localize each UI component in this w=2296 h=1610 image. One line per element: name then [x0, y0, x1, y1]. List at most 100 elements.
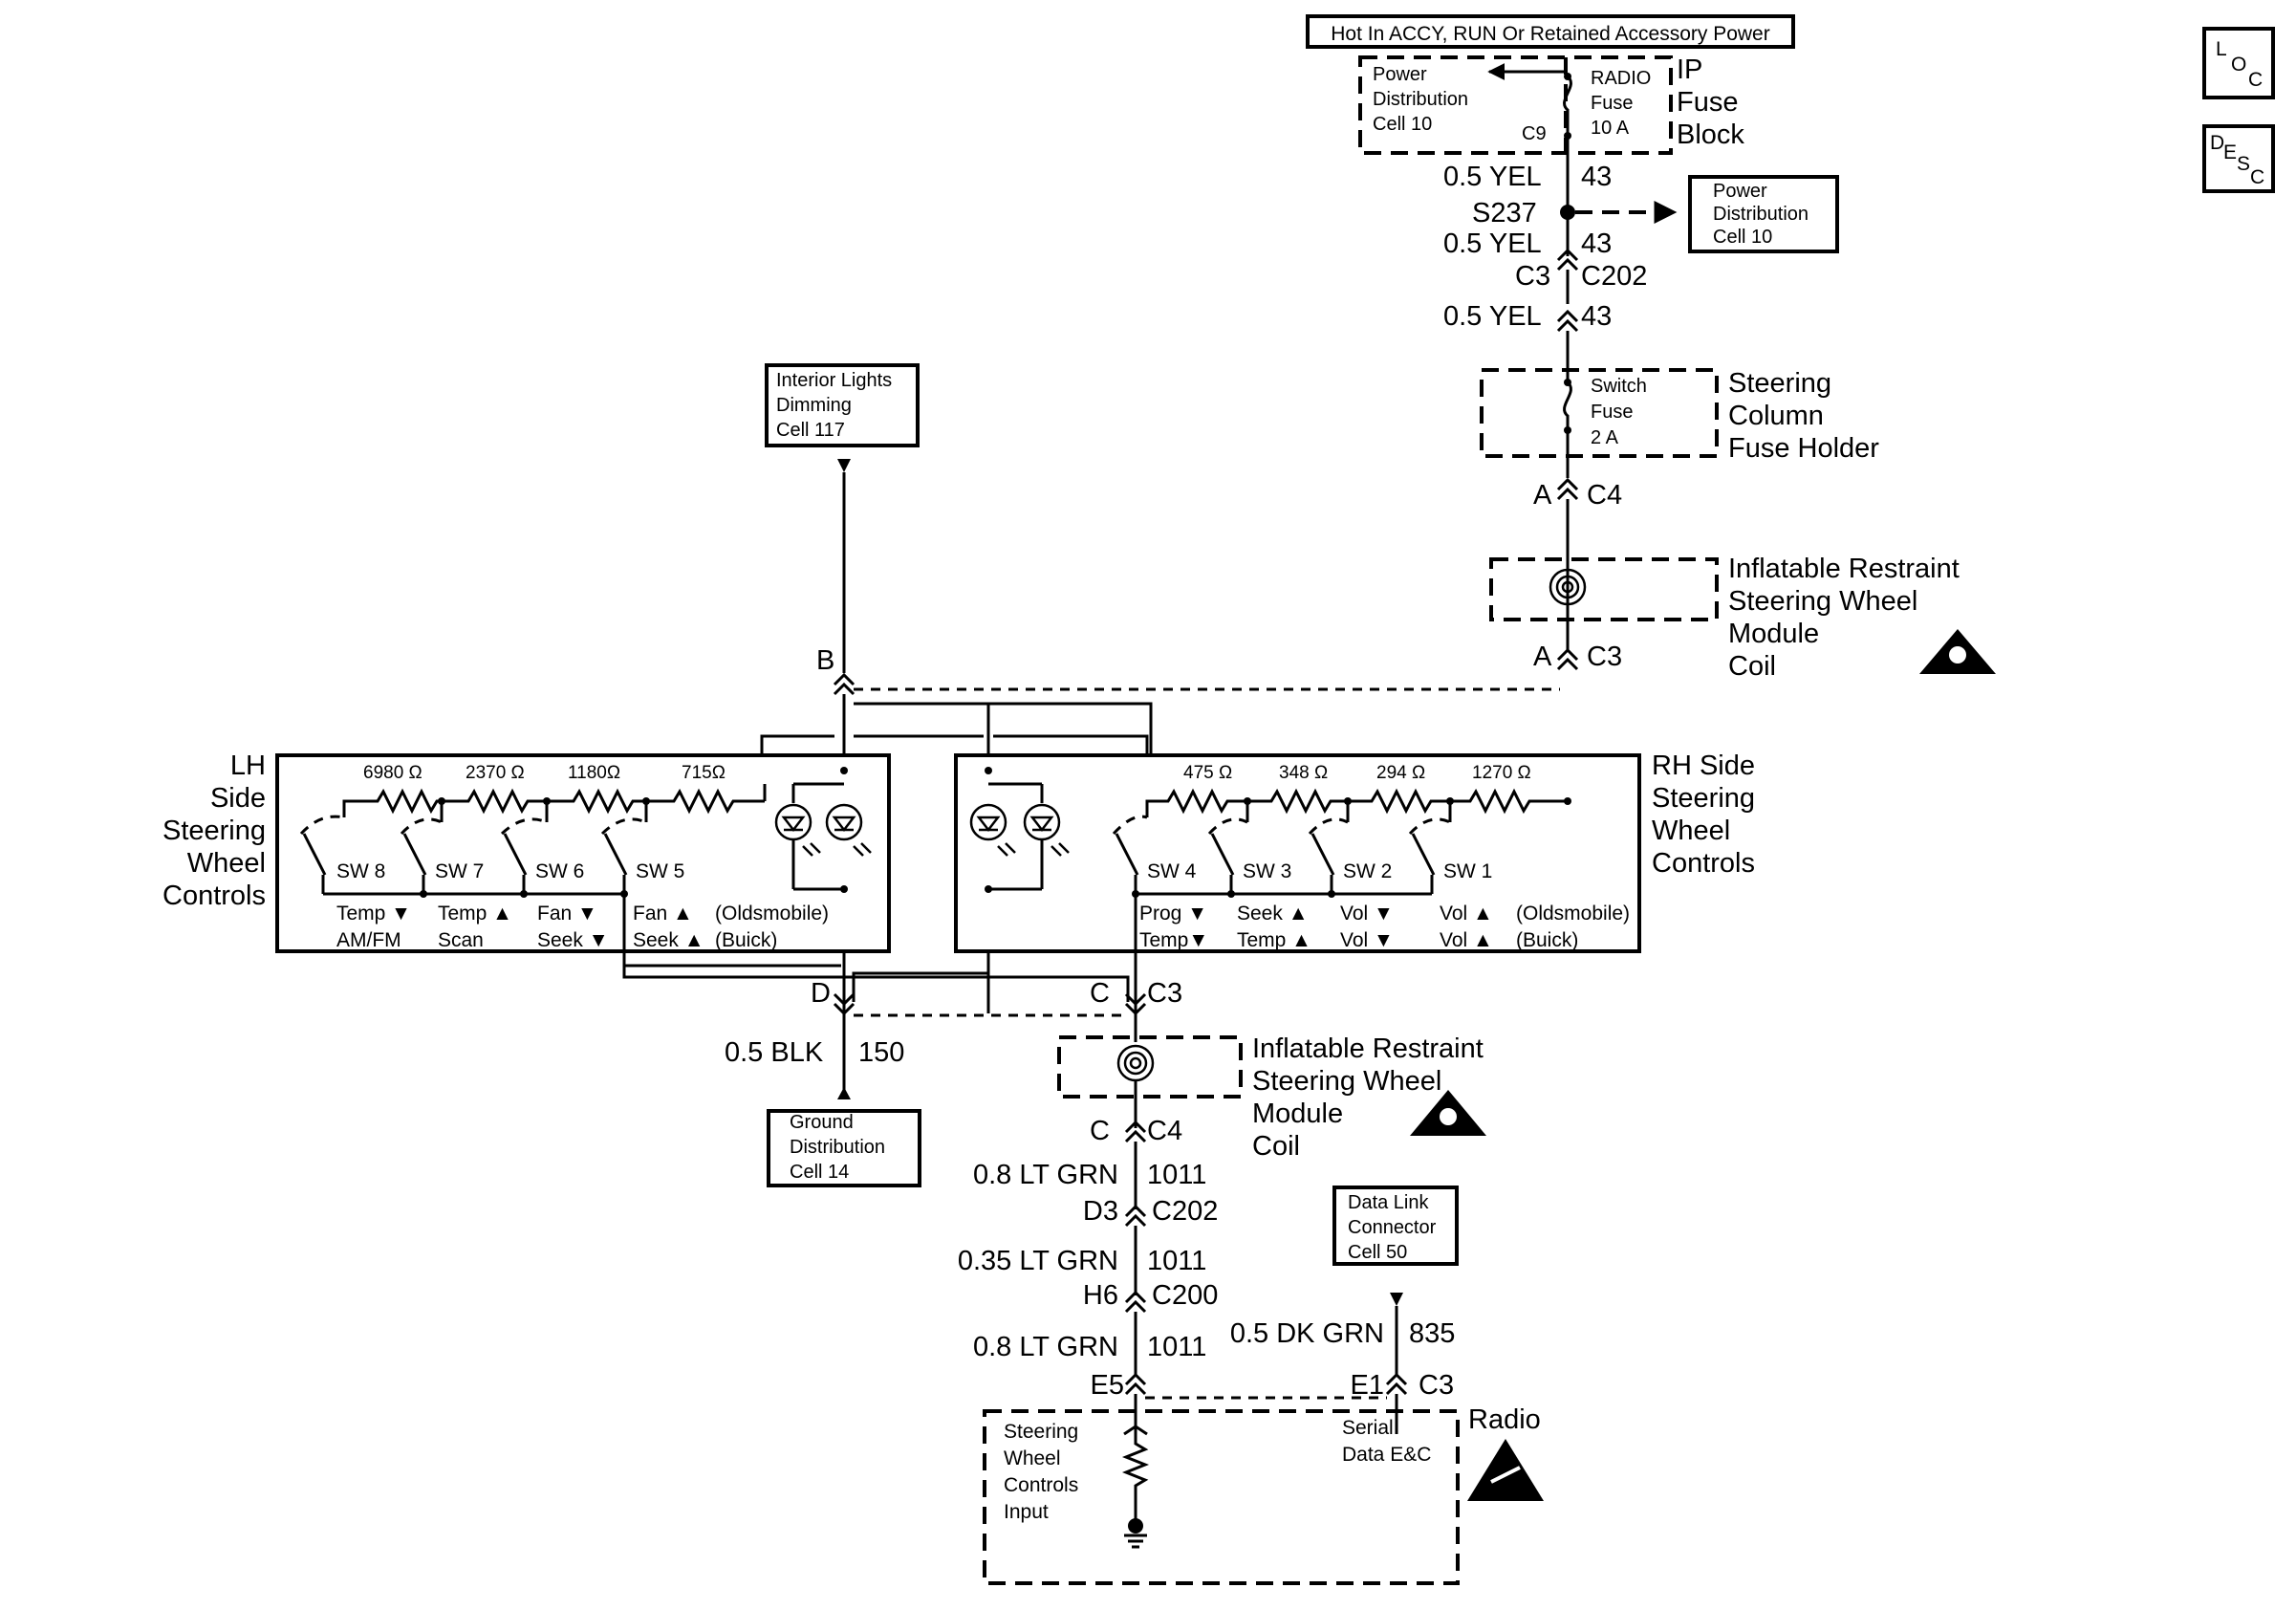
svg-text:Cell 117: Cell 117	[776, 420, 845, 441]
rh-function-labels: Prog ▼ Seek ▲ Vol ▼ Vol ▲ (Oldsmobile) T…	[1139, 903, 1630, 951]
svg-text:Interior Lights: Interior Lights	[776, 370, 892, 391]
coil-top-c3-pin: A	[1533, 642, 1552, 672]
svg-text:Controls: Controls	[162, 881, 266, 911]
radio-pin-e1: E1	[1351, 1370, 1384, 1401]
svg-text:10 A: 10 A	[1591, 118, 1630, 139]
bottom-connector-wiring	[622, 966, 1147, 1017]
svg-text:Fan ▲: Fan ▲	[633, 903, 693, 925]
lh-illumination-lamps	[774, 767, 872, 893]
svg-text:Temp ▼: Temp ▼	[336, 903, 411, 925]
svg-text:C: C	[2250, 166, 2264, 188]
svg-text:Block: Block	[1677, 120, 1744, 150]
svg-text:E: E	[2223, 141, 2237, 163]
svg-text:Controls: Controls	[1004, 1474, 1078, 1496]
wire-43c-circuit: 43	[1581, 301, 1612, 332]
rh-steering-wheel-controls: RH Side Steering Wheel Controls	[954, 751, 1755, 953]
inflatable-restraint-coil-bottom: Inflatable Restraint Steering Wheel Modu…	[1057, 1013, 1484, 1162]
svg-text:475 Ω: 475 Ω	[1183, 763, 1232, 783]
wire-43b-circuit: 43	[1581, 228, 1612, 259]
c202-top-conn: C202	[1581, 261, 1647, 292]
svg-text:Cell 10: Cell 10	[1373, 114, 1432, 135]
svg-text:(Oldsmobile): (Oldsmobile)	[715, 903, 829, 925]
svg-text:AM/FM: AM/FM	[336, 929, 401, 951]
svg-text:(Oldsmobile): (Oldsmobile)	[1516, 903, 1630, 925]
power-distribution-ref: Power Distribution Cell 10	[1688, 175, 1839, 253]
svg-text:6980 Ω: 6980 Ω	[363, 763, 422, 783]
wire-43b-size: 0.5 YEL	[1443, 228, 1542, 259]
svg-text:Hot In ACCY, RUN Or Retained A: Hot In ACCY, RUN Or Retained Accessory P…	[1331, 23, 1769, 45]
svg-text:D: D	[2210, 132, 2224, 154]
svg-text:1270 Ω: 1270 Ω	[1472, 763, 1531, 783]
svg-text:348 Ω: 348 Ω	[1279, 763, 1328, 783]
inflatable-restraint-coil-top: Inflatable Restraint Steering Wheel Modu…	[1489, 554, 1960, 682]
svg-text:Prog ▼: Prog ▼	[1139, 903, 1207, 925]
svg-text:Inflatable Restraint: Inflatable Restraint	[1728, 554, 1960, 584]
svg-text:IP: IP	[1677, 54, 1702, 85]
radio-pin-e5: E5	[1091, 1370, 1124, 1401]
svg-text:Steering: Steering	[1728, 368, 1831, 399]
interior-lights-dimming-ref: Interior Lights Dimming Cell 117	[765, 363, 920, 472]
rh-lamps	[969, 767, 1070, 893]
svg-text:Cell 14: Cell 14	[790, 1162, 849, 1183]
svg-text:Temp ▲: Temp ▲	[1237, 929, 1311, 951]
svg-text:Data Link: Data Link	[1348, 1192, 1429, 1213]
svg-text:Serial: Serial	[1342, 1417, 1394, 1439]
lh-switches: SW 8 SW 7 SW 6 SW 5	[299, 815, 841, 968]
coil-top-c4-conn: C4	[1587, 480, 1622, 511]
svg-text:Cell 50: Cell 50	[1348, 1242, 1407, 1263]
airbag-warning-icon	[1919, 629, 1996, 674]
radio: Radio Steering Wheel Controls Input Seri…	[983, 1404, 1541, 1585]
pin-b: B	[816, 645, 834, 676]
svg-text:O: O	[2231, 54, 2246, 76]
svg-text:Vol ▼: Vol ▼	[1340, 903, 1394, 925]
svg-text:Wheel: Wheel	[1652, 816, 1730, 846]
svg-text:Seek ▲: Seek ▲	[1237, 903, 1308, 925]
svg-text:2370 Ω: 2370 Ω	[466, 763, 525, 783]
svg-text:Distribution: Distribution	[1713, 204, 1809, 225]
svg-text:Dimming: Dimming	[776, 395, 852, 416]
wire-1011a-circuit: 1011	[1147, 1160, 1206, 1190]
wire-835-circuit: 835	[1409, 1318, 1455, 1349]
svg-text:Fuse: Fuse	[1591, 93, 1633, 114]
c202-bot-conn: C202	[1152, 1196, 1218, 1227]
svg-text:Temp▼: Temp▼	[1139, 929, 1208, 951]
svg-text:Module: Module	[1252, 1099, 1343, 1129]
c202-bot-pin: D3	[1083, 1196, 1118, 1227]
svg-text:SW 7: SW 7	[435, 860, 484, 882]
svg-text:Module: Module	[1728, 619, 1819, 649]
svg-text:Controls: Controls	[1652, 848, 1755, 879]
rh-resistor-ladder: 475 Ω 348 Ω 294 Ω 1270 Ω	[1145, 763, 1571, 822]
svg-text:Ground: Ground	[790, 1112, 854, 1133]
svg-text:SW 5: SW 5	[636, 860, 684, 882]
wire-150-circuit: 150	[858, 1037, 904, 1068]
svg-text:Steering Wheel: Steering Wheel	[1252, 1066, 1441, 1097]
lh-resistor-ladder: 6980 Ω 2370 Ω 1180Ω 715Ω	[342, 763, 767, 822]
svg-text:Switch: Switch	[1591, 376, 1647, 397]
desc-icon[interactable]: D E S C	[2202, 124, 2275, 193]
svg-text:SW 8: SW 8	[336, 860, 385, 882]
steering-column-fuse-holder: Switch Fuse 2 A Steering Column Fuse Hol…	[1480, 368, 1879, 464]
svg-text:S: S	[2237, 153, 2250, 175]
svg-text:Seek ▲: Seek ▲	[633, 929, 704, 951]
svg-text:Scan: Scan	[438, 929, 484, 951]
loc-icon[interactable]: L O C	[2202, 27, 2275, 99]
rh-switches: SW 4 SW 3 SW 2 SW 1	[1112, 815, 1492, 1013]
wire-1011c-size: 0.8 LT GRN	[973, 1332, 1118, 1362]
radio-conn-c3: C3	[1419, 1370, 1454, 1401]
svg-text:Power: Power	[1373, 64, 1427, 85]
svg-text:Data E&C: Data E&C	[1342, 1444, 1431, 1466]
svg-text:Steering: Steering	[1652, 783, 1755, 814]
svg-text:Distribution: Distribution	[790, 1137, 885, 1158]
pin-d: D	[811, 978, 831, 1009]
svg-text:Distribution: Distribution	[1373, 89, 1468, 110]
c200-pin: H6	[1083, 1280, 1118, 1311]
svg-text:Vol ▲: Vol ▲	[1440, 903, 1493, 925]
svg-text:Vol ▼: Vol ▼	[1340, 929, 1394, 951]
svg-text:Column: Column	[1728, 401, 1824, 431]
svg-text:SW 4: SW 4	[1147, 860, 1197, 882]
pin-c-c3-pin: C	[1090, 978, 1110, 1009]
svg-text:Vol ▲: Vol ▲	[1440, 929, 1493, 951]
wire-43c-size: 0.5 YEL	[1443, 301, 1542, 332]
ground-distribution-ref: Ground Distribution Cell 14	[767, 1109, 921, 1187]
svg-text:Input: Input	[1004, 1501, 1049, 1523]
